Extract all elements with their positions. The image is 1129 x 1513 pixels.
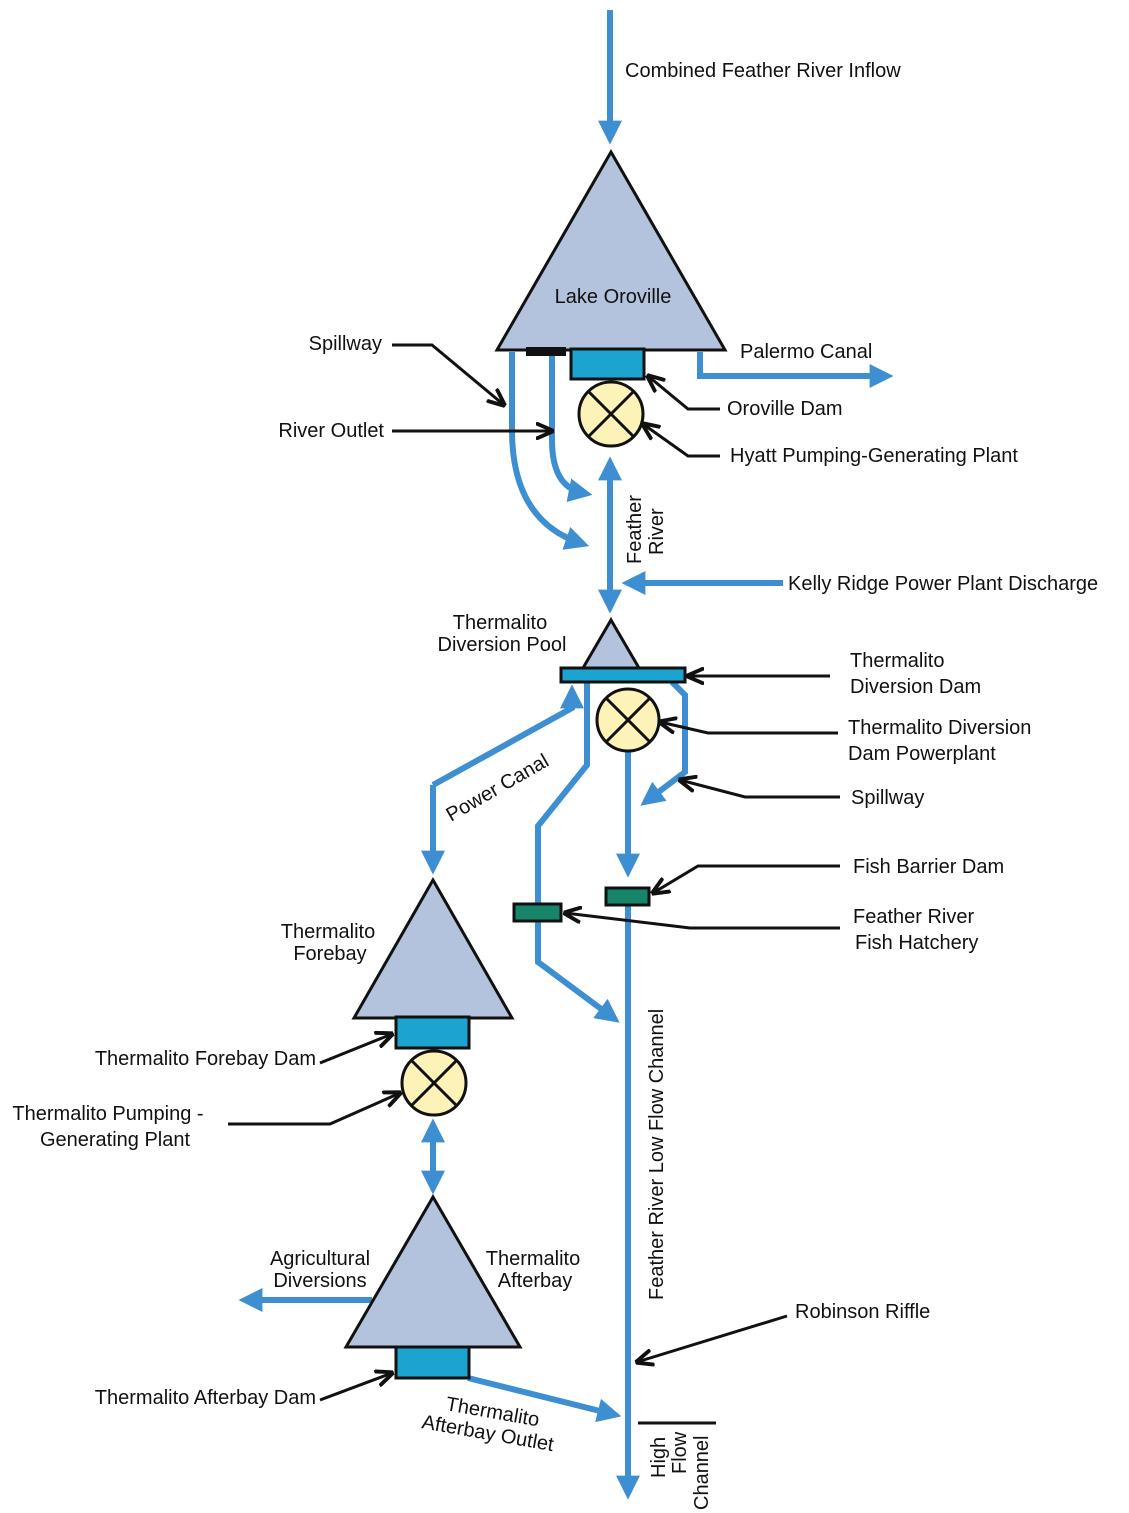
river-outlet-flow	[549, 352, 593, 503]
lake-oroville-label: Lake Oroville	[555, 286, 672, 308]
thermalito-forebay-dam	[394, 1015, 471, 1050]
hatchery-branch-flow	[535, 682, 620, 1023]
low-flow-channel-label: Feather River Low Flow Channel	[646, 1009, 668, 1300]
diversion-dam-label-line-2: Diversion Dam	[850, 676, 981, 698]
diversion-powerplant-label-line-2: Dam Powerplant	[848, 743, 996, 765]
diversion-spillway-flow	[640, 679, 688, 806]
oroville-dam-leader	[648, 376, 720, 411]
inflow-label: Combined Feather River Inflow	[625, 60, 901, 82]
high-flow-channel-label-line-3: Channel	[691, 1435, 713, 1510]
afterbay-label-line-2: Afterbay	[498, 1270, 572, 1292]
spillway-gate	[526, 347, 566, 356]
fish-barrier-dam	[604, 886, 651, 907]
fish-barrier-leader	[653, 864, 840, 893]
spillway-top-leader	[392, 343, 504, 405]
pumping-plant-icon	[400, 1049, 468, 1117]
river-outlet-label: River Outlet	[278, 420, 384, 442]
robinson-riffle-label: Robinson Riffle	[795, 1301, 930, 1323]
fish-barrier-dam-label: Fish Barrier Dam	[853, 856, 1004, 878]
fish-hatchery-label-line-2: Fish Hatchery	[855, 932, 978, 954]
fish-hatchery-label-line-1: Feather River	[853, 906, 974, 928]
thermalito-diversion-dam	[559, 666, 687, 684]
oroville-dam	[569, 347, 646, 381]
pumping-plant-leader	[228, 1093, 400, 1126]
hyatt-plant-leader	[643, 424, 720, 458]
robinson-riffle-leader	[637, 1314, 788, 1362]
thermalito-afterbay	[343, 1194, 523, 1349]
spillway-top-label: Spillway	[309, 333, 382, 355]
spillway-flow	[509, 352, 590, 550]
diversion-powerplant-label-line-1: Thermalito Diversion	[848, 717, 1031, 739]
forebay-dam-label: Thermalito Forebay Dam	[95, 1048, 316, 1070]
kelly-ridge-label: Kelly Ridge Power Plant Discharge	[788, 573, 1098, 595]
forebay-label-line-1: Thermalito	[281, 921, 375, 943]
agricultural-diversions-label-line-1: Agricultural	[270, 1248, 370, 1270]
diversion-dam-label-line-1: Thermalito	[850, 650, 944, 672]
power-canal-label: Power Canal	[443, 750, 553, 826]
thermalito-afterbay-dam	[394, 1345, 471, 1380]
diversion-pool-label-line-1: Thermalito	[453, 612, 547, 634]
lake-oroville-reservoir	[494, 148, 728, 352]
afterbay-dam-label: Thermalito Afterbay Dam	[95, 1387, 316, 1409]
thermalito-forebay	[351, 876, 515, 1020]
thermalito-diversion-pool	[580, 617, 642, 670]
afterbay-outlet-arrow	[467, 1375, 622, 1423]
diversion-powerplant-icon	[595, 687, 661, 753]
oroville-dam-label: Oroville Dam	[727, 398, 843, 420]
fish-hatchery-leader	[565, 913, 840, 930]
leader-lines	[228, 343, 840, 1402]
water-flows	[238, 10, 894, 1500]
power-canal-to-pool-arrow	[431, 684, 584, 788]
palermo-canal-arrow	[697, 352, 894, 388]
fish-hatchery-structure	[512, 902, 563, 923]
feather-river-label-line-2: River	[646, 508, 668, 555]
afterbay-label-line-1: Thermalito	[486, 1248, 580, 1270]
pumping-plant-label-line-2: Generating Plant	[40, 1129, 191, 1151]
hyatt-plant-icon	[577, 380, 645, 448]
diversion-pool-label-line-2: Diversion Pool	[438, 634, 567, 656]
diversion-powerplant-leader	[660, 722, 838, 735]
hyatt-plant-label: Hyatt Pumping-Generating Plant	[730, 445, 1018, 467]
forebay-dam-leader	[319, 1034, 392, 1065]
spillway-mid-leader	[680, 780, 840, 799]
high-flow-channel-label-line-2: Flow	[669, 1431, 691, 1474]
pumping-plant-label-line-1: Thermalito Pumping -	[12, 1103, 203, 1125]
feather-river-label-line-1: Feather	[624, 495, 646, 564]
agricultural-diversions-label-line-2: Diversions	[273, 1270, 366, 1292]
spillway-mid-label: Spillway	[851, 787, 924, 809]
forebay-label-line-2: Forebay	[293, 943, 366, 965]
high-flow-channel-label-line-1: High	[648, 1437, 670, 1478]
afterbay-dam-leader	[319, 1373, 392, 1402]
palermo-canal-label: Palermo Canal	[740, 341, 872, 363]
